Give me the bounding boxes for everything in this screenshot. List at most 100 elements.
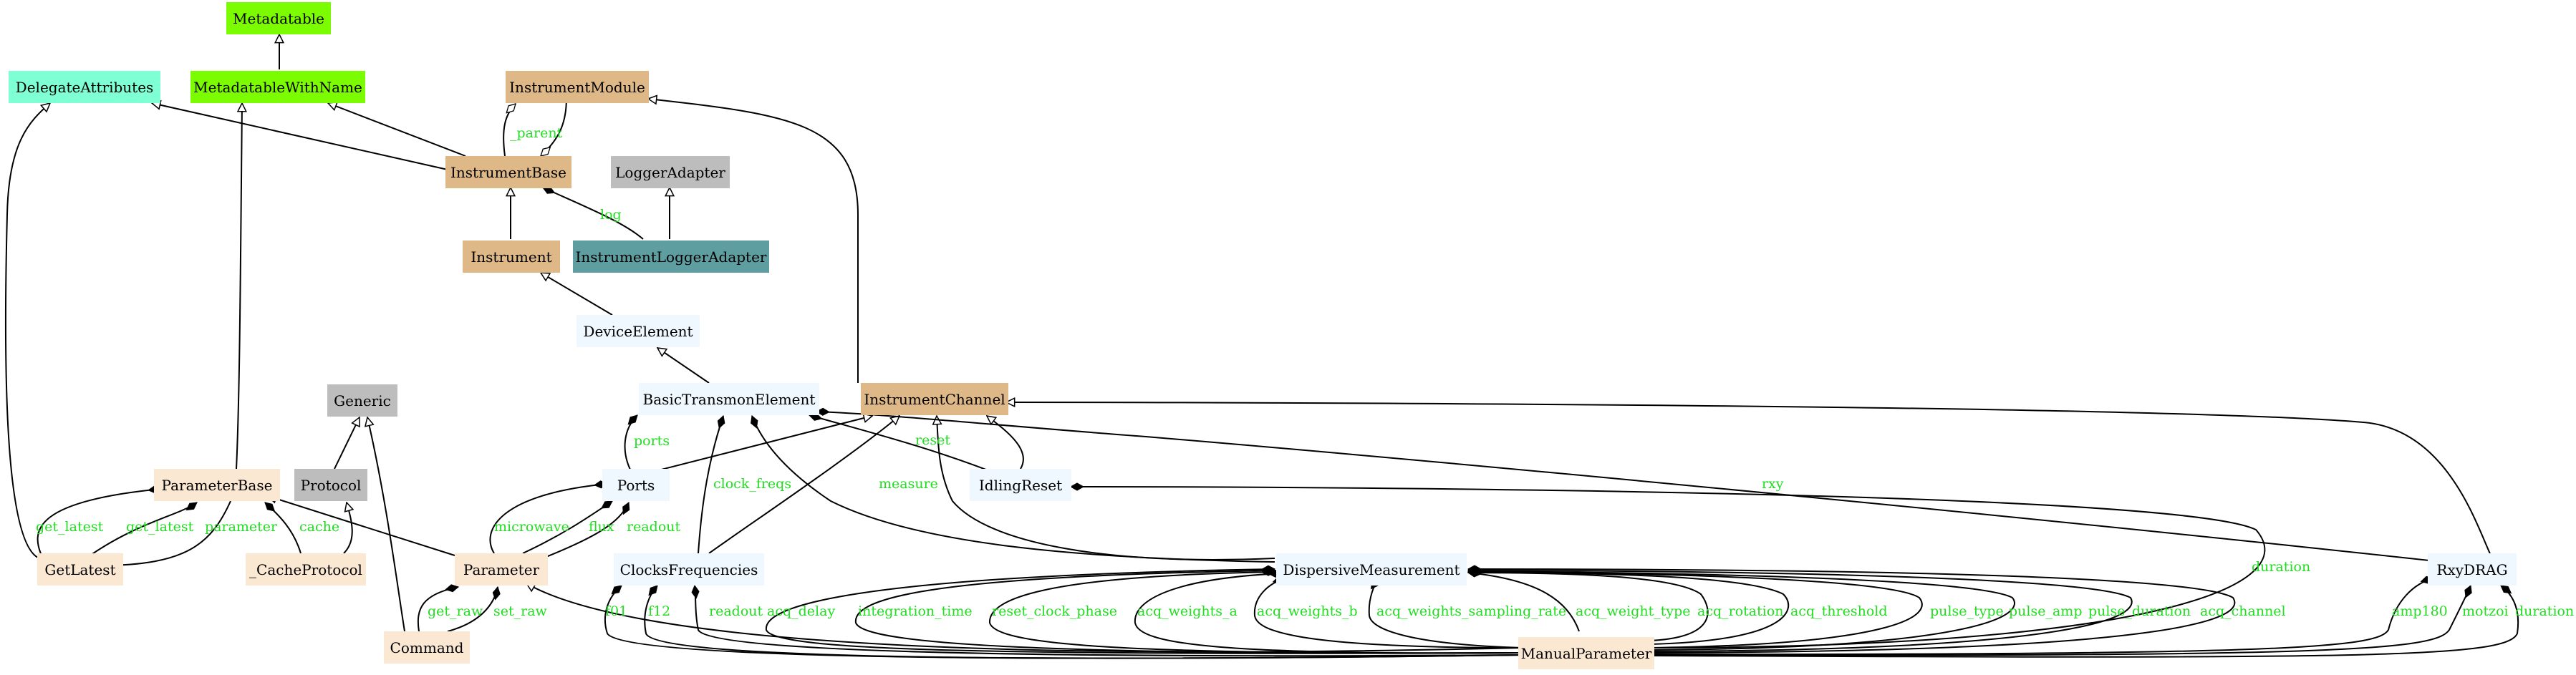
- edge-ichannel-to-imodule: [648, 99, 859, 383]
- edges-layer: [4, 34, 2519, 659]
- class-node-dispersive-measurement[interactable]: DispersiveMeasurement: [1276, 553, 1467, 586]
- edge-label-acq-delay: acq_delay: [767, 603, 835, 619]
- edge-readout-ports: [533, 502, 629, 563]
- nodes-layer: Metadatable DelegateAttributes Metadatab…: [9, 2, 2517, 669]
- node-label: DelegateAttributes: [16, 79, 154, 96]
- node-label: InstrumentChannel: [864, 391, 1005, 408]
- edge-pulse-amp: [1468, 571, 2015, 651]
- node-label: InstrumentModule: [509, 79, 645, 96]
- edge-label-integration-time: integration_time: [858, 603, 973, 619]
- edge-label-pulse-duration: pulse_duration: [2088, 603, 2191, 619]
- node-label: BasicTransmonElement: [643, 391, 816, 408]
- edge-label-acq-rotation: acq_rotation: [1697, 603, 1784, 619]
- class-node-parameter-base[interactable]: ParameterBase: [154, 469, 280, 501]
- class-node-ports[interactable]: Ports: [602, 469, 670, 501]
- edge-label-reset-clock-phase: reset_clock_phase: [992, 603, 1117, 619]
- class-node-protocol[interactable]: Protocol: [294, 469, 367, 501]
- edge-label-reset: reset: [915, 432, 950, 448]
- node-label: LoggerAdapter: [615, 164, 725, 181]
- edge-parameter-getlatest: [100, 500, 231, 565]
- edge-label-measure: measure: [879, 476, 938, 492]
- node-label: RxyDRAG: [2436, 561, 2507, 578]
- node-label: GetLatest: [44, 561, 115, 578]
- edge-ib-to-delegate: [152, 103, 448, 170]
- node-label: Metadatable: [233, 10, 324, 27]
- class-node-metadatable-with-name[interactable]: MetadatableWithName: [190, 71, 365, 103]
- edge-label-pulse-type: pulse_type: [1930, 603, 2004, 619]
- edge-ports-to-ichannel: [635, 416, 872, 477]
- edge-de-to-instrument: [541, 273, 613, 316]
- node-label: Command: [390, 639, 464, 656]
- edge-label-f12: f12: [648, 603, 670, 619]
- edge-idling-to-ichannel: [987, 416, 1024, 470]
- class-node-cache-protocol[interactable]: _CacheProtocol: [246, 553, 366, 586]
- node-label: _CacheProtocol: [249, 561, 362, 578]
- edge-get-raw: [417, 587, 458, 632]
- edge-flux: [522, 500, 612, 554]
- class-node-instrument-logger-adapter[interactable]: InstrumentLoggerAdapter: [573, 241, 769, 273]
- edge-reset-clock-phase: [988, 572, 1523, 654]
- edge-cache: [265, 502, 302, 554]
- class-node-instrument-channel[interactable]: InstrumentChannel: [861, 383, 1008, 415]
- class-node-clocks-frequencies[interactable]: ClocksFrequencies: [614, 553, 764, 586]
- edge-parameter-to-pb: [268, 496, 455, 556]
- edge-set-raw: [447, 587, 498, 632]
- class-node-logger-adapter[interactable]: LoggerAdapter: [611, 156, 730, 188]
- edge-ports: [624, 415, 637, 470]
- class-node-device-element[interactable]: DeviceElement: [577, 315, 700, 347]
- edge-label-f01: f01: [605, 603, 627, 619]
- class-node-basic-transmon-element[interactable]: BasicTransmonElement: [639, 383, 819, 415]
- edge-acq-weights-a: [1134, 573, 1523, 654]
- edge-label-clock-freqs: clock_freqs: [713, 476, 791, 492]
- class-node-generic[interactable]: Generic: [327, 384, 397, 417]
- edge-protocol-to-generic: [334, 417, 360, 470]
- edge-get-latest-2: [85, 502, 197, 559]
- edge-pulse-type: [1468, 572, 1923, 649]
- edge-label-cache: cache: [299, 519, 339, 535]
- edge-parent: [503, 104, 516, 157]
- class-node-instrument-base[interactable]: InstrumentBase: [445, 156, 571, 188]
- class-node-get-latest[interactable]: GetLatest: [37, 553, 123, 586]
- edge-label-readout-ports: readout: [627, 519, 680, 535]
- edge-label-acq-weights-sampling-rate: acq_weights_sampling_rate: [1376, 603, 1566, 619]
- edge-bte-to-de: [657, 348, 710, 384]
- edge-label-duration-rxy: duration: [2515, 603, 2574, 619]
- edge-rxy-to-ichannel: [1006, 402, 2493, 559]
- edge-clock-freqs: [698, 416, 723, 554]
- edge-acq-delay: [765, 569, 1523, 654]
- class-node-metadatable[interactable]: Metadatable: [226, 2, 331, 34]
- edge-duration-rxy: [1650, 585, 2519, 658]
- node-label: MetadatableWithName: [193, 79, 362, 96]
- class-node-parameter[interactable]: Parameter: [455, 553, 548, 586]
- edge-amp180: [1650, 578, 2433, 656]
- edge-get-latest-1: [37, 489, 161, 559]
- edge-f01: [604, 585, 1523, 659]
- class-node-command[interactable]: Command: [384, 631, 470, 664]
- class-node-rxy-drag[interactable]: RxyDRAG: [2428, 553, 2517, 586]
- edge-label-acq-weights-b: acq_weights_b: [1257, 603, 1358, 619]
- class-node-instrument-module[interactable]: InstrumentModule: [506, 71, 649, 103]
- edge-label-parent: _parent: [510, 125, 563, 141]
- node-label: Parameter: [463, 561, 540, 578]
- edge-measure: [752, 416, 1275, 563]
- edge-label-microwave: microwave: [494, 519, 569, 535]
- edge-label-rxy: rxy: [1762, 476, 1784, 492]
- edge-acq-weight-type: [1468, 573, 1580, 632]
- edge-command-to-generic: [367, 417, 405, 632]
- node-label: InstrumentLoggerAdapter: [576, 248, 767, 266]
- class-node-instrument[interactable]: Instrument: [463, 241, 560, 273]
- node-label: Ports: [617, 477, 655, 494]
- edge-duration-mp: [1071, 487, 2266, 649]
- edge-label-get-raw: get_raw: [428, 603, 483, 619]
- node-label: Generic: [334, 392, 391, 409]
- edge-delegate-getlatest: [4, 103, 50, 559]
- node-label: ParameterBase: [162, 477, 273, 494]
- edge-rxy: [816, 412, 2443, 563]
- edge-label-pulse-amp: pulse_amp: [2009, 603, 2082, 619]
- class-node-idling-reset[interactable]: IdlingReset: [970, 469, 1071, 501]
- class-node-delegate-attributes[interactable]: DelegateAttributes: [9, 71, 160, 103]
- class-node-manual-parameter[interactable]: ManualParameter: [1518, 637, 1654, 669]
- edge-f12: [644, 586, 1523, 659]
- edge-label-amp180: amp180: [2392, 603, 2448, 619]
